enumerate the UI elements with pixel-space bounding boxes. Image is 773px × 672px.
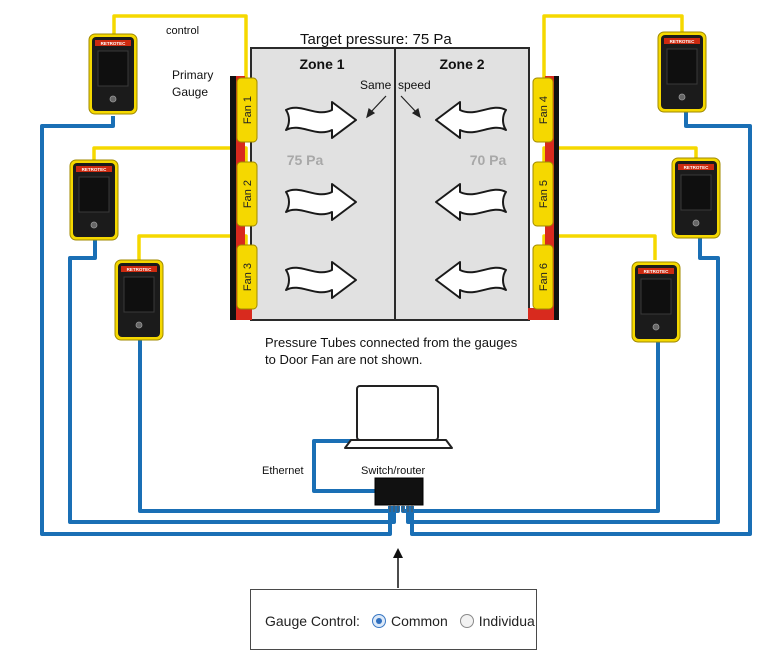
common-radio[interactable] <box>371 614 386 628</box>
gauge-brand-logo: RETROTEC <box>82 167 108 172</box>
control-wire-fan-2 <box>92 146 248 168</box>
gauge-2: RETROTEC <box>69 159 119 241</box>
same-speed-pointers <box>366 95 421 119</box>
note-line-2: to Door Fan are not shown. <box>265 352 423 367</box>
fan-5: Fan 5 <box>532 161 554 227</box>
fan-2: Fan 2 <box>236 161 258 227</box>
control-wire-fan-1 <box>112 14 248 86</box>
zone-1-pressure: 75 Pa <box>287 152 324 168</box>
gauge-control-panel: Gauge Control: Common Individual <box>250 589 537 650</box>
same-label: Same <box>360 78 392 92</box>
fan-label: Fan 5 <box>538 180 550 208</box>
switch-router-label: Switch/router <box>361 465 426 477</box>
fan-label: Fan 2 <box>242 180 254 208</box>
gauge-brand-logo: RETROTEC <box>670 39 696 44</box>
fan-3: Fan 3 <box>236 244 258 310</box>
gauge-5: RETROTEC <box>671 157 721 239</box>
gauge-brand-logo: RETROTEC <box>101 41 127 46</box>
zone-2-label: Zone 2 <box>439 56 484 72</box>
fan-4: Fan 4 <box>532 77 554 143</box>
control-wire-fan-5 <box>542 146 698 168</box>
fan-label: Fan 3 <box>242 263 254 291</box>
control-label: control <box>166 25 199 37</box>
zone-2-pressure: 70 Pa <box>470 152 507 168</box>
fan-6: Fan 6 <box>532 244 554 310</box>
gauge-control-label: Gauge Control: <box>265 613 360 629</box>
control-wire-fan-4 <box>542 14 684 86</box>
ethernet-wires <box>40 112 752 536</box>
note-line-1: Pressure Tubes connected from the gauges <box>265 335 518 350</box>
ethernet-wire-gauge-4 <box>410 112 752 536</box>
speed-label: speed <box>398 78 431 92</box>
laptop-icon <box>344 385 453 449</box>
ethernet-wire-laptop <box>312 439 376 493</box>
ethernet-wire-gauge-6 <box>401 342 660 513</box>
gauge-6: RETROTEC <box>631 261 681 343</box>
fan-label: Fan 4 <box>538 96 550 124</box>
gauge-brand-logo: RETROTEC <box>684 165 710 170</box>
primary-gauge-label-line1: Primary <box>172 68 213 82</box>
ethernet-wire-gauge-2 <box>68 240 396 524</box>
fan-label: Fan 1 <box>242 96 254 124</box>
switch-router-icon <box>374 477 424 512</box>
individual-option-label[interactable]: Individual <box>478 613 535 629</box>
gauge-brand-logo: RETROTEC <box>644 269 670 274</box>
fan-1: Fan 1 <box>236 77 258 143</box>
primary-gauge-label-line2: Gauge <box>172 85 208 99</box>
gauge-4: RETROTEC <box>657 31 707 113</box>
zone-1-label: Zone 1 <box>299 56 344 72</box>
ethernet-wire-gauge-1 <box>40 116 392 536</box>
control-wire-fan-6 <box>542 234 657 260</box>
control-wire-fan-3 <box>137 234 248 262</box>
ethernet-label: Ethernet <box>262 465 304 477</box>
individual-radio[interactable] <box>459 614 474 628</box>
gauge-3: RETROTEC <box>114 259 164 341</box>
control-panel-arrow <box>393 548 403 588</box>
common-option-label[interactable]: Common <box>390 613 448 629</box>
ethernet-wire-gauge-5 <box>406 238 720 524</box>
gauge-1-primary: RETROTEC <box>88 33 138 115</box>
target-pressure-title: Target pressure: 75 Pa <box>300 31 452 48</box>
fan-label: Fan 6 <box>538 263 550 291</box>
gauge-brand-logo: RETROTEC <box>127 267 153 272</box>
